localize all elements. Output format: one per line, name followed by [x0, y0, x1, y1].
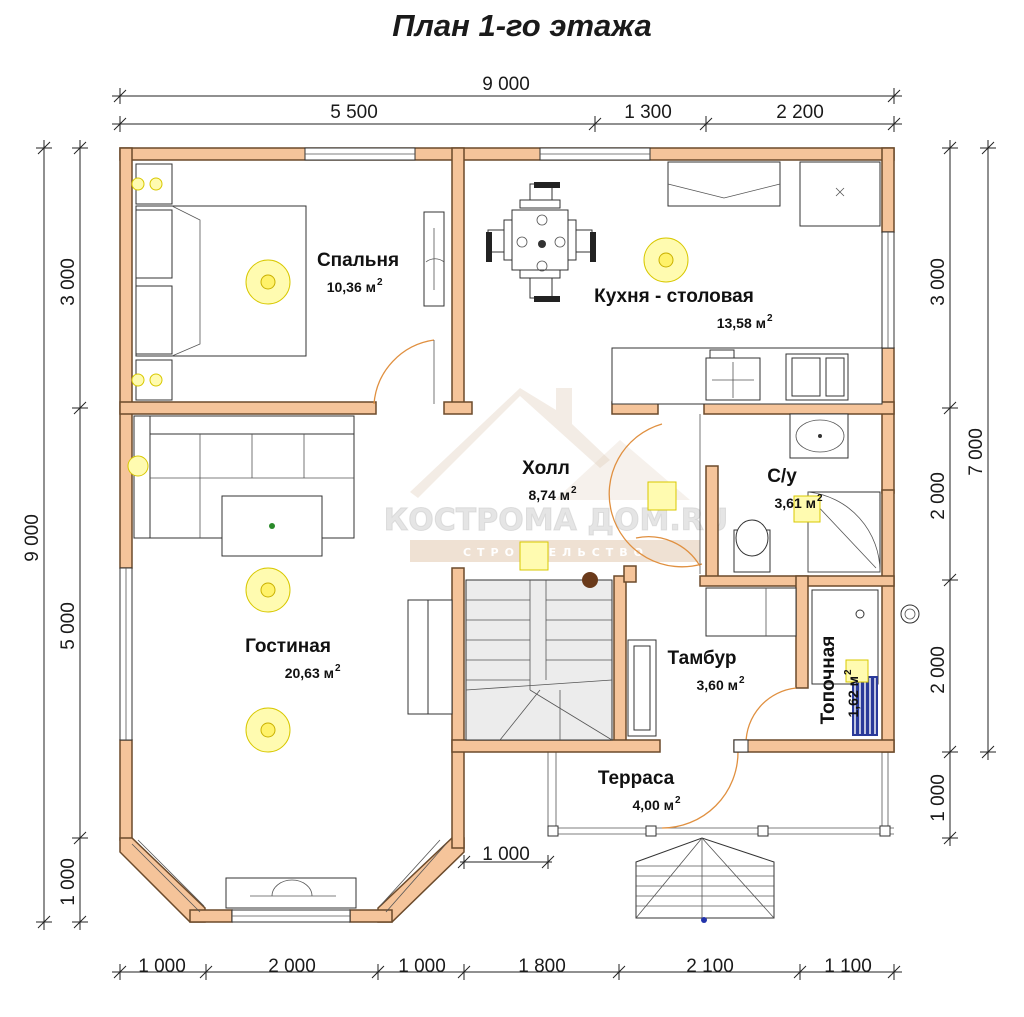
room-name-terrace: Терраса: [598, 768, 675, 789]
room-name-bedroom: Спальня: [317, 250, 399, 271]
room-name-bathroom: С/у: [767, 466, 797, 487]
bedroom-furniture: [131, 163, 445, 405]
room-name-hall: Холл: [522, 458, 570, 479]
dimension-labels: 9 000 5 500 1 300 2 200 9 000 3 000 5 00…: [22, 74, 987, 977]
room-area-living: 20,63 м: [285, 665, 334, 681]
dim-right-3: 2 000: [928, 646, 949, 694]
room-labels: Спальня 10,36 м 2 Кухня - столовая 13,58…: [245, 250, 861, 813]
room-name-boiler: Топочная: [818, 636, 839, 725]
room-area-hall: 8,74 м: [529, 487, 571, 503]
room-area-bathroom-sup: 2: [817, 493, 823, 504]
room-area-terrace-sup: 2: [675, 795, 681, 806]
terrace: [464, 751, 894, 923]
dim-left-1: 3 000: [58, 258, 79, 306]
dim-bottom-3: 1 000: [398, 956, 446, 977]
tambur-boiler: [519, 481, 920, 753]
dim-bottom-2: 2 000: [268, 956, 316, 977]
room-area-living-sup: 2: [335, 663, 341, 674]
stair: [465, 536, 701, 741]
dim-right-overall: 7 000: [966, 428, 987, 476]
dim-left-overall: 9 000: [22, 514, 43, 562]
dim-right-1: 3 000: [928, 258, 949, 306]
dim-top-2: 1 300: [624, 102, 672, 123]
room-area-bedroom: 10,36 м: [327, 279, 376, 295]
living-furniture: [127, 415, 453, 909]
dim-right-4: 1 000: [928, 774, 949, 822]
room-area-bedroom-sup: 2: [377, 277, 383, 288]
room-name-tambur: Тамбур: [668, 648, 737, 669]
dim-bottom-5: 2 100: [686, 956, 734, 977]
dim-bottom-6: 1 100: [824, 956, 872, 977]
room-area-terrace: 4,00 м: [633, 797, 675, 813]
windows: [119, 147, 895, 923]
dim-top-3: 2 200: [776, 102, 824, 123]
room-area-hall-sup: 2: [571, 485, 577, 496]
watermark-brand: КОСТРОМА ДОМ.RU: [384, 503, 728, 538]
room-area-kitchen-sup: 2: [767, 313, 773, 324]
dim-top-1: 5 500: [330, 102, 378, 123]
plan-title: План 1-го этажа: [392, 8, 651, 43]
dim-terrace-inner: 1 000: [482, 844, 530, 865]
dim-right-2: 2 000: [928, 472, 949, 520]
dim-bottom-1: 1 000: [138, 956, 186, 977]
room-area-tambur-sup: 2: [739, 675, 745, 686]
dim-left-3: 1 000: [58, 858, 79, 906]
room-area-kitchen: 13,58 м: [717, 315, 766, 331]
room-area-boiler: 1,62 м: [845, 676, 861, 718]
room-name-kitchen: Кухня - столовая: [594, 286, 754, 307]
room-area-tambur: 3,60 м: [697, 677, 739, 693]
watermark-tagline: СТРОИТЕЛЬСТВО: [463, 546, 649, 559]
dimension-lines: [36, 88, 996, 980]
kitchen-furniture: [486, 161, 883, 405]
room-area-bathroom: 3,61 м: [775, 495, 817, 511]
dim-bottom-4: 1 800: [518, 956, 566, 977]
dim-top-overall: 9 000: [482, 74, 530, 95]
dim-left-2: 5 000: [58, 602, 79, 650]
room-area-boiler-sup: 2: [843, 669, 854, 675]
watermark: КОСТРОМА ДОМ.RU СТРОИТЕЛЬСТВО: [383, 388, 729, 562]
room-name-living: Гостиная: [245, 636, 331, 657]
